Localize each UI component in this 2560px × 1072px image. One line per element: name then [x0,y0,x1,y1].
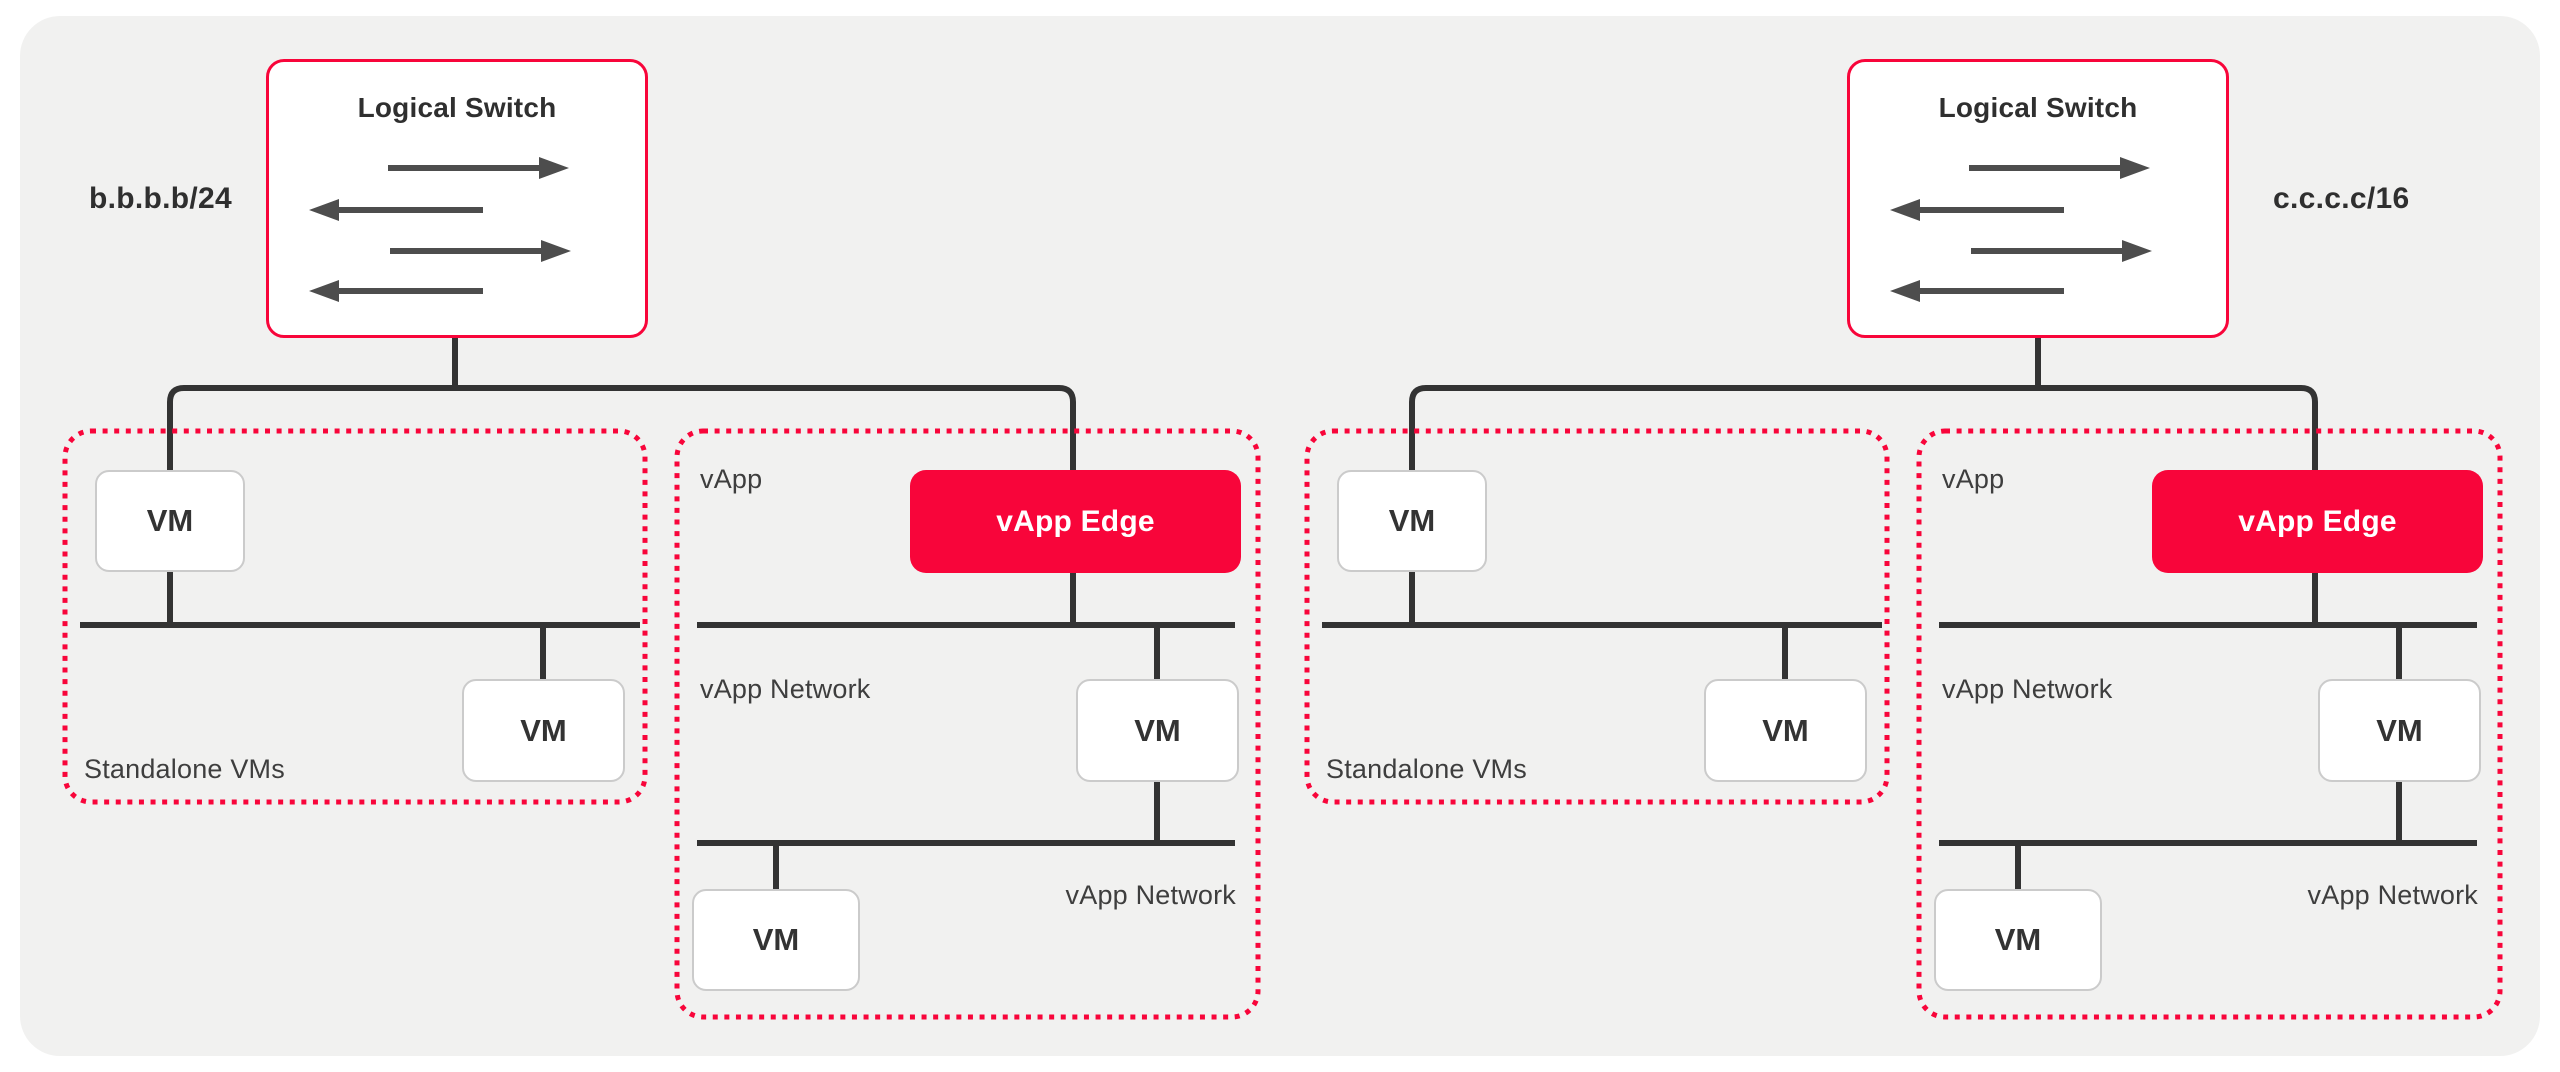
vm-label: VM [520,712,567,748]
logical-switch-box: Logical Switch [1847,59,2229,338]
connector-line [540,624,546,682]
vapp-network-lower-label: vApp Network [1065,880,1236,910]
connector-line [167,570,173,626]
vm-box: VM [462,679,625,782]
network-bus-line [80,622,640,628]
subnet-label: c.c.c.c/16 [2273,182,2410,215]
vm-label: VM [752,922,800,957]
vm-label: VM [1994,922,2042,957]
network-bus-line [1939,622,2477,628]
logical-switch-title: Logical Switch [357,92,557,123]
connector-line [1154,624,1160,682]
vapp-edge-box: vApp Edge [2152,470,2483,573]
connector-line [2312,570,2318,626]
network-cluster-right: c.c.c.c/16 Logical Switch VM VM Standalo… [1242,0,2504,1072]
vapp-network-upper-label: vApp Network [1942,674,2113,704]
vm-label: VM [2376,712,2423,748]
vapp-group [1916,428,2503,1020]
logical-switch-title: Logical Switch [1938,92,2138,123]
vm-label: VM [1762,712,1809,748]
logical-switch-box: Logical Switch [266,59,648,338]
connector-line [1070,570,1076,626]
vapp-network-lower-label: vApp Network [2307,880,2478,910]
vapp-caption: vApp [700,464,763,494]
trunk-connector-lines [1409,334,2318,480]
connector-line [2396,780,2402,844]
connector-line [2015,842,2021,892]
dotted-border [1916,428,2503,1020]
vapp-edge-label: vApp Edge [2238,504,2397,538]
vapp-caption: vApp [1942,464,2005,494]
subnet-label: b.b.b.b/24 [88,182,232,215]
standalone-vms-caption: Standalone VMs [1326,754,1527,784]
vm-box: VM [692,889,860,991]
vapp-network-upper-label: vApp Network [700,674,871,704]
network-bus-line [1939,840,2477,846]
traffic-arrows-icon [309,157,571,302]
connector-line [1409,570,1415,626]
network-cluster-left: b.b.b.b/24 Logical Switch VM VM Standalo… [0,0,1262,1072]
network-bus-line [1322,622,1882,628]
connector-line [1154,780,1160,844]
dotted-border [674,428,1261,1020]
vm-box: VM [1076,679,1239,782]
traffic-arrows-icon [1890,157,2152,302]
connector-line [773,842,779,892]
vm-box: VM [1934,889,2102,991]
vapp-group [674,428,1261,1020]
vm-box: VM [2318,679,2481,782]
vm-box: VM [95,470,245,572]
vm-label: VM [1388,503,1436,538]
connector-line [1782,624,1788,682]
vm-box: VM [1337,470,1487,572]
trunk-connector-lines [167,334,1076,480]
vapp-edge-label: vApp Edge [996,504,1155,538]
network-bus-line [697,840,1235,846]
vm-label: VM [1134,712,1181,748]
connector-line [2396,624,2402,682]
network-bus-line [697,622,1235,628]
vapp-edge-box: vApp Edge [910,470,1241,573]
standalone-vms-caption: Standalone VMs [84,754,285,784]
vm-label: VM [146,503,194,538]
vm-box: VM [1704,679,1867,782]
